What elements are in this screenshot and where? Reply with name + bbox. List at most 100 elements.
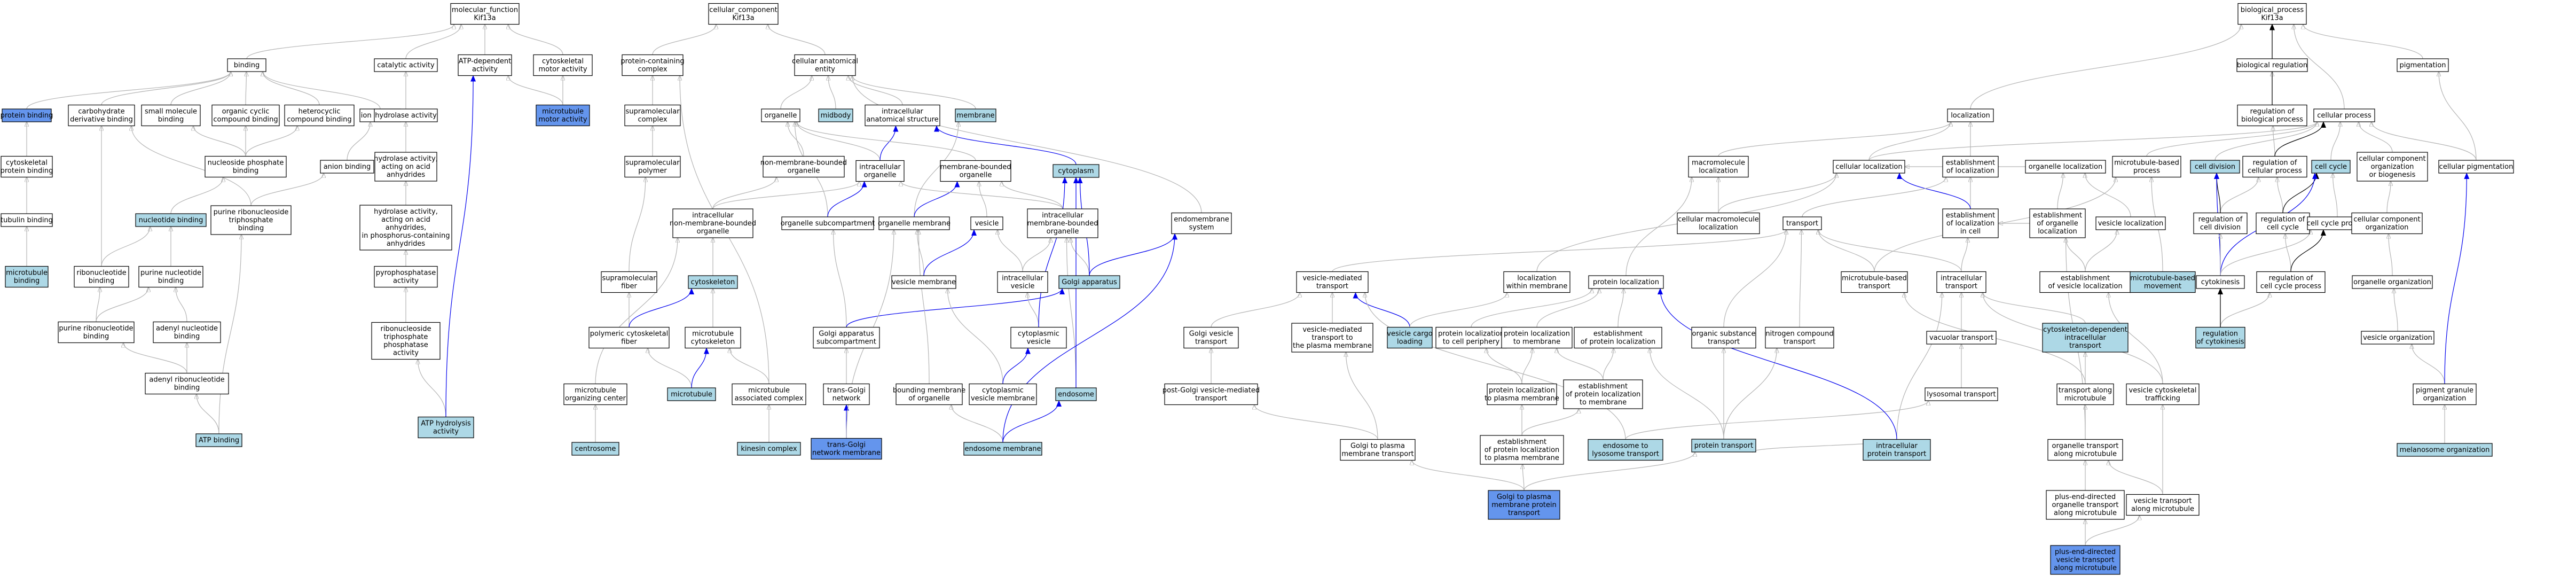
go-term-node-binding[interactable]: binding xyxy=(227,58,266,72)
go-term-node-pigmentation[interactable]: pigmentation xyxy=(2397,58,2449,72)
go-term-node-localization[interactable]: localization xyxy=(1947,108,1994,122)
go-term-node-endo-mem[interactable]: endosome membrane xyxy=(963,442,1042,456)
go-term-node-prot-loc[interactable]: protein localization xyxy=(1588,275,1664,289)
go-term-node-hydro-phos[interactable]: hydrolase activity,acting on acidanhydri… xyxy=(359,205,452,251)
go-term-node-centrosome[interactable]: centrosome xyxy=(571,442,619,456)
go-term-node-catalytic[interactable]: catalytic activity xyxy=(374,58,438,72)
go-term-node-bio-reg[interactable]: biological regulation xyxy=(2236,58,2308,72)
go-term-node-transport[interactable]: transport xyxy=(1782,216,1822,230)
go-term-node-intra-nonmem[interactable]: intracellularnon-membrane-boundedorganel… xyxy=(670,208,756,238)
go-term-node-organelle[interactable]: organelle xyxy=(761,108,800,122)
go-term-node-atp-binding[interactable]: ATP binding xyxy=(195,433,242,447)
go-term-node-midbody[interactable]: midbody xyxy=(818,108,853,122)
go-term-node-melanosome[interactable]: melanosome organization xyxy=(2397,443,2493,457)
go-term-node-cell-loc[interactable]: cellular localization xyxy=(1833,160,1905,174)
go-term-node-protein-transport[interactable]: protein transport xyxy=(1691,439,1756,453)
go-term-node-cytokinesis[interactable]: cytokinesis xyxy=(2196,275,2245,289)
go-term-node-membrane[interactable]: membrane xyxy=(955,108,996,122)
go-term-node-cell-cycle[interactable]: cell cycle xyxy=(2311,160,2351,174)
go-term-node-golgi[interactable]: Golgi apparatus xyxy=(1058,275,1120,289)
go-term-node-org-loc[interactable]: organelle localization xyxy=(2025,160,2106,174)
go-term-node-cyto-dep-transport[interactable]: cytoskeleton-dependentintracellulartrans… xyxy=(2042,323,2129,353)
go-term-node-cell-division[interactable]: cell division xyxy=(2190,160,2240,174)
go-term-node-cytoskeleton[interactable]: cytoskeleton xyxy=(688,275,738,289)
go-term-node-kinesin[interactable]: kinesin complex xyxy=(737,442,801,456)
go-term-node-cellular-process[interactable]: cellular process xyxy=(2313,108,2375,122)
go-term-node-tubulin[interactable]: tubulin binding xyxy=(1,213,53,227)
go-term-node-vesicle-mem[interactable]: vesicle membrane xyxy=(891,275,956,289)
go-term-node-lysosomal[interactable]: lysosomal transport xyxy=(1925,387,1998,401)
go-term-node-cell-pig[interactable]: cellular pigmentation xyxy=(2438,160,2514,174)
go-term-node-org-subcomp[interactable]: organelle subcompartment xyxy=(781,216,875,230)
go-term-node-cytoplasm[interactable]: cytoplasm xyxy=(1053,164,1099,178)
